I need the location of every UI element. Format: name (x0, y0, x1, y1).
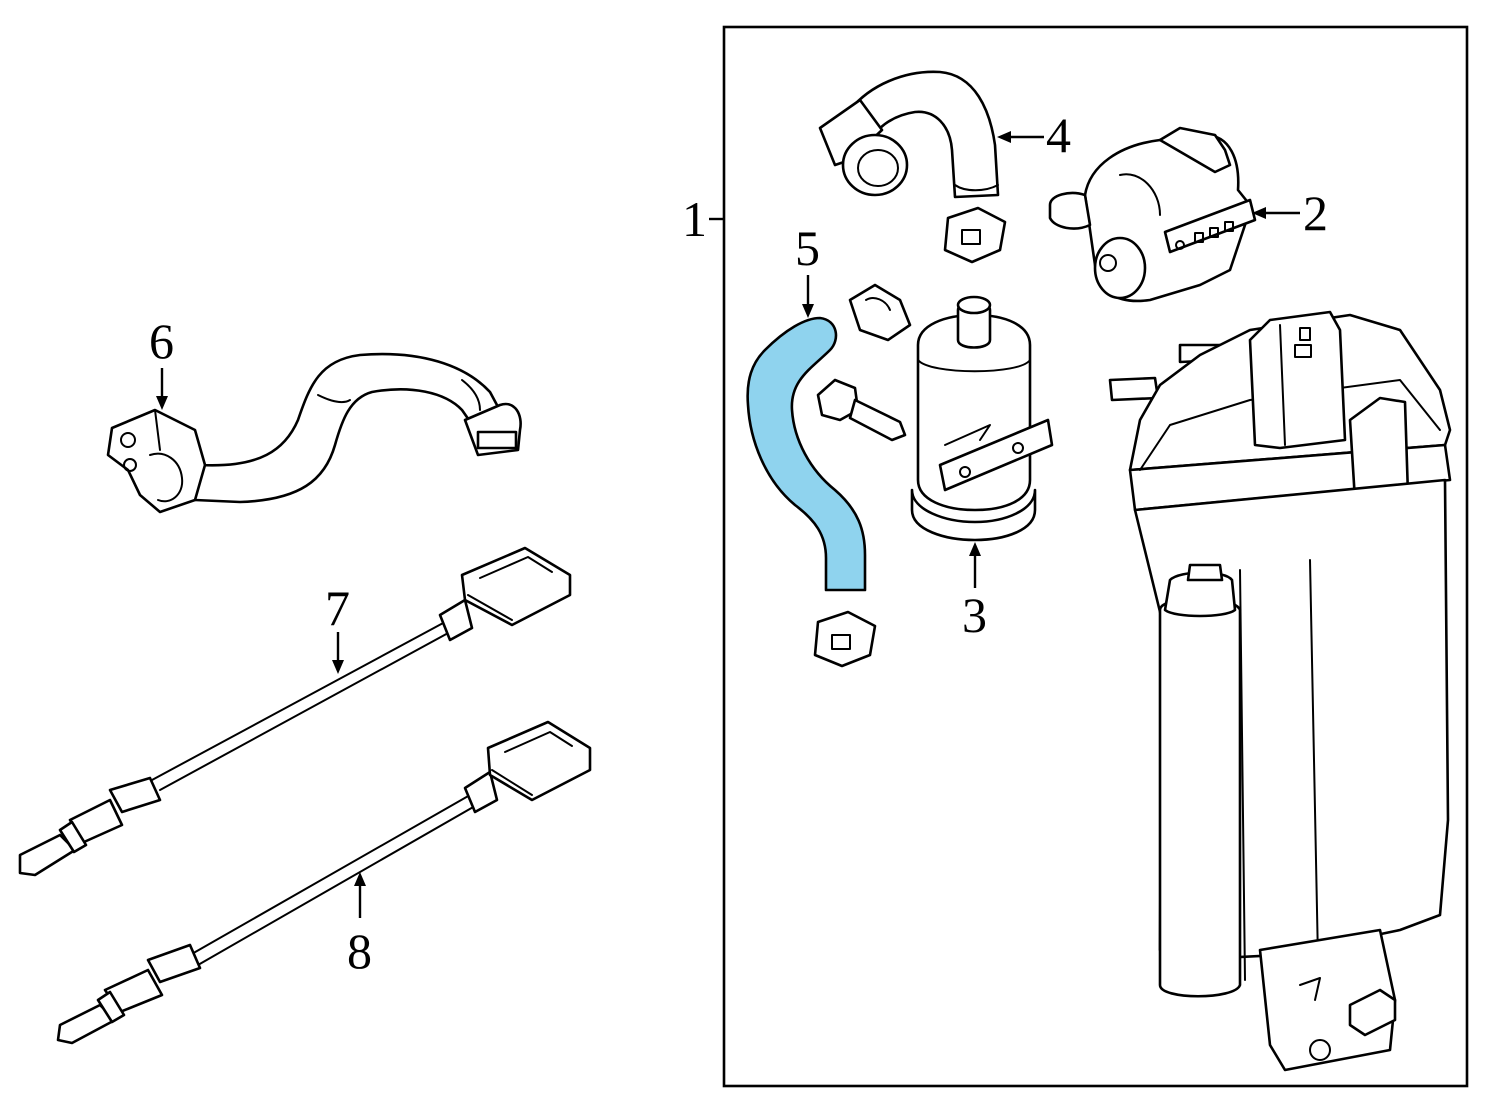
bolt[interactable] (816, 378, 907, 442)
arrowhead-3 (969, 542, 981, 556)
part-5-hose-highlighted[interactable] (746, 316, 877, 668)
charcoal-canister[interactable] (1108, 310, 1452, 1072)
callout-1: 1 (682, 191, 707, 247)
assembly-frame (722, 25, 1469, 1088)
arrowhead-7 (332, 660, 344, 674)
part-4-hose[interactable] (818, 70, 1007, 264)
part-8-oxygen-sensor[interactable] (56, 720, 592, 1045)
arrowhead-5 (802, 304, 814, 318)
part-3-filter[interactable] (910, 295, 1054, 542)
callout-2: 2 (1303, 185, 1328, 241)
callout-7: 7 (325, 580, 350, 636)
callout-4: 4 (1046, 107, 1071, 163)
arrowhead-2 (1252, 207, 1266, 219)
hose-clamp-upper[interactable] (848, 283, 912, 342)
arrowhead-6 (156, 396, 168, 410)
part-2-purge-valve[interactable] (1048, 126, 1257, 303)
part-6-hose-with-bracket[interactable] (106, 352, 522, 514)
arrowhead-8 (354, 872, 366, 886)
part-7-oxygen-sensor[interactable] (18, 546, 572, 877)
arrowhead-4 (997, 131, 1011, 143)
callout-8: 8 (347, 923, 372, 979)
callout-5: 5 (795, 220, 820, 276)
callout-3: 3 (962, 587, 987, 643)
callout-6: 6 (149, 313, 174, 369)
